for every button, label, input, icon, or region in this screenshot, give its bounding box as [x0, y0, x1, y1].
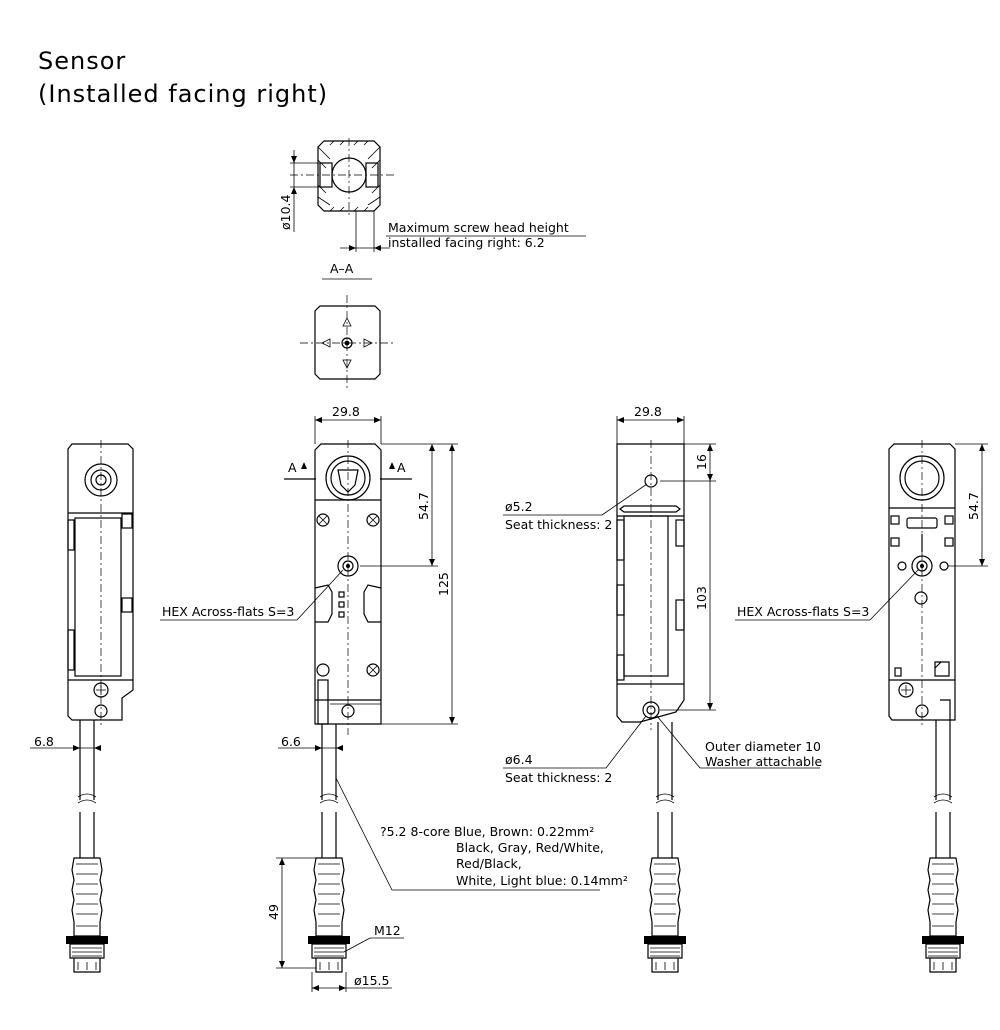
- washer-note-line1: Outer diameter 10: [705, 739, 821, 754]
- front-total-height-label: 125: [436, 572, 451, 596]
- section-mark-left: A: [288, 460, 297, 475]
- cable-spec-line1: ?5.2 8-core Blue, Brown: 0.22mm²: [380, 824, 594, 839]
- rear-view: 29.8 16 103 ø5.2 Seat thickness: 2 ø6.4 …: [503, 404, 822, 973]
- right-side-view: 54.7 HEX Across-flats S=3: [735, 440, 988, 973]
- rear-bottom-hole-label: ø6.4: [505, 752, 533, 767]
- top-view: [300, 295, 395, 390]
- cable-spec-line3: Red/Black,: [456, 856, 522, 871]
- section-a-a-view: ø10.4 Maximum screw head height installe…: [278, 138, 586, 280]
- rear-top-seat-label: Seat thickness: 2: [505, 517, 612, 532]
- rear-top-hole-label: ø5.2: [505, 499, 533, 514]
- rear-hole-pitch-label: 103: [694, 586, 709, 610]
- thread-label: M12: [374, 923, 401, 938]
- cable-spec: ?5.2 8-core Blue, Brown: 0.22mm² Black, …: [380, 824, 628, 888]
- front-hex-label: HEX Across-flats S=3: [162, 604, 294, 619]
- front-view: A A 29.8: [160, 404, 600, 992]
- drawing-title: Sensor: [38, 47, 126, 75]
- washer-note-line2: Washer attachable: [705, 754, 822, 769]
- front-cable-offset-label: 6.6: [281, 734, 301, 749]
- cable-spec-line4: White, Light blue: 0.14mm²: [456, 873, 628, 888]
- connector-diameter-label: ø15.5: [354, 973, 389, 988]
- screw-head-note-line1: Maximum screw head height: [388, 220, 569, 235]
- left-cable-offset-label: 6.8: [34, 734, 54, 749]
- right-hex-label: HEX Across-flats S=3: [737, 604, 869, 619]
- section-mark-right: A: [397, 460, 406, 475]
- cable-spec-line2: Black, Gray, Red/White,: [456, 840, 604, 855]
- front-width-label: 29.8: [332, 404, 360, 419]
- rear-width-label: 29.8: [634, 404, 662, 419]
- rear-bottom-seat-label: Seat thickness: 2: [505, 770, 612, 785]
- left-side-view: 6.8: [30, 440, 134, 973]
- screw-head-note-line2: installed facing right: 6.2: [388, 235, 545, 250]
- drawing-subtitle: (Installed facing right): [38, 80, 328, 108]
- connector-length-label: 49: [266, 904, 281, 920]
- right-upper-height-label: 54.7: [966, 492, 981, 520]
- rear-top-offset-label: 16: [694, 454, 709, 470]
- section-label: A–A: [330, 261, 354, 276]
- section-diameter-label: ø10.4: [278, 194, 293, 230]
- front-upper-height-label: 54.7: [416, 492, 431, 520]
